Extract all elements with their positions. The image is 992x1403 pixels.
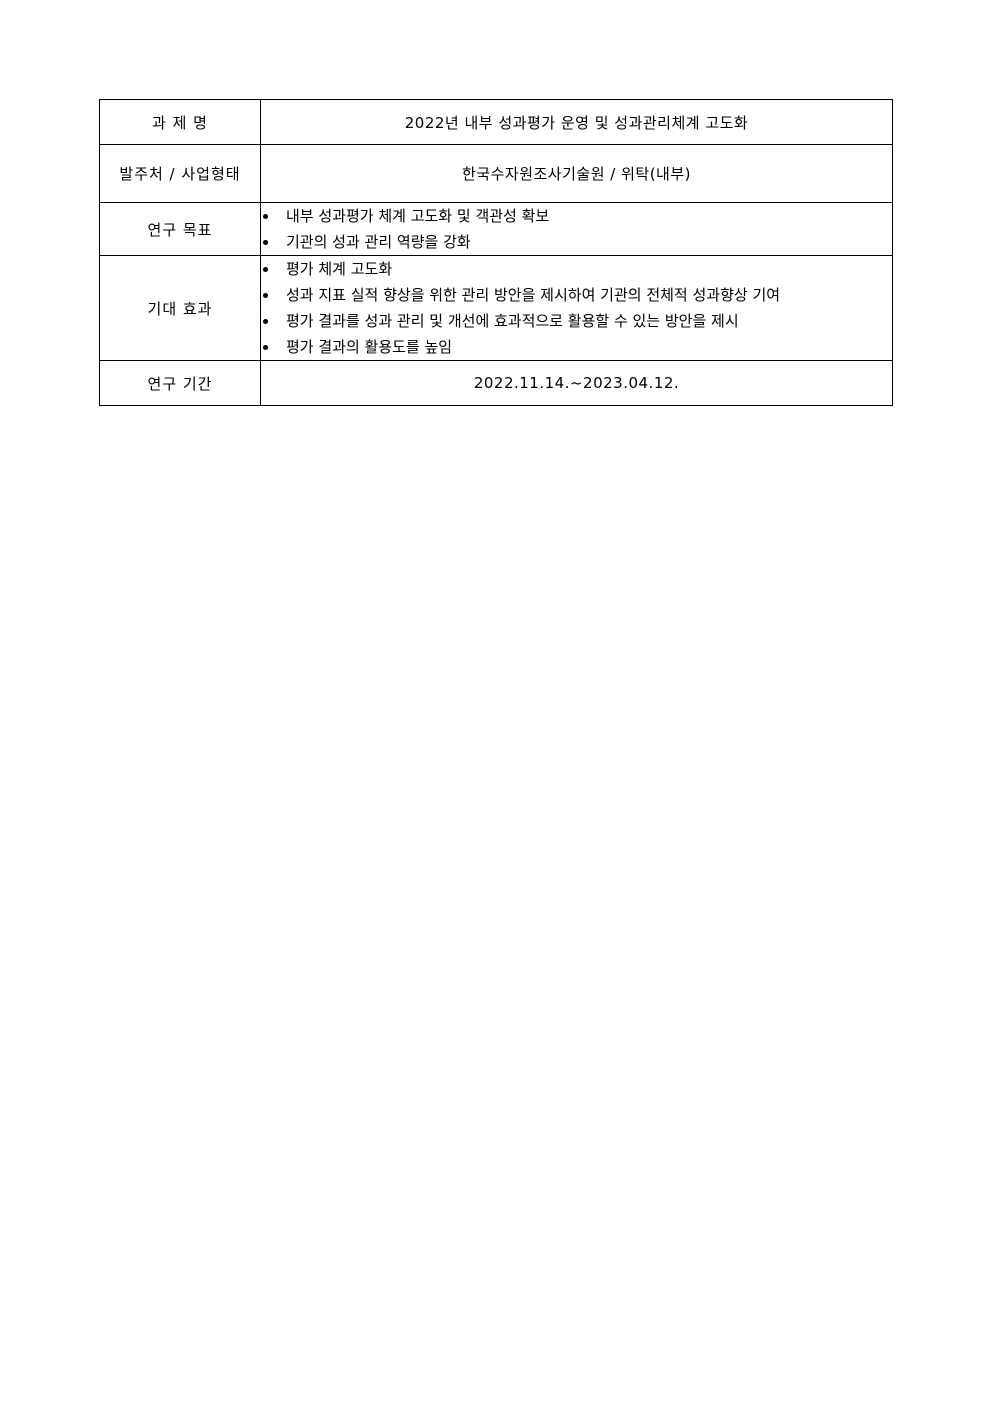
label-expected-effects: 기대 효과: [99, 255, 261, 361]
row-project-title: 과 제 명 2022년 내부 성과평가 운영 및 성과관리체계 고도화: [99, 99, 893, 145]
row-research-period: 연구 기간 2022.11.14.~2023.04.12.: [99, 360, 893, 406]
project-summary-table: 과 제 명 2022년 내부 성과평가 운영 및 성과관리체계 고도화 발주처 …: [99, 99, 893, 406]
value-research-goals: 내부 성과평가 체계 고도화 및 객관성 확보 기관의 성과 관리 역량을 강화: [260, 202, 893, 256]
list-item: 내부 성과평가 체계 고도화 및 객관성 확보: [261, 203, 892, 229]
list-item: 기관의 성과 관리 역량을 강화: [261, 229, 892, 255]
expected-effects-list: 평가 체계 고도화 성과 지표 실적 향상을 위한 관리 방안을 제시하여 기관…: [261, 256, 892, 360]
row-expected-effects: 기대 효과 평가 체계 고도화 성과 지표 실적 향상을 위한 관리 방안을 제…: [99, 255, 893, 361]
value-client-type: 한국수자원조사기술원 / 위탁(내부): [260, 144, 893, 203]
row-research-goals: 연구 목표 내부 성과평가 체계 고도화 및 객관성 확보 기관의 성과 관리 …: [99, 202, 893, 256]
list-item: 평가 결과를 성과 관리 및 개선에 효과적으로 활용할 수 있는 방안을 제시: [261, 308, 892, 334]
label-research-goals: 연구 목표: [99, 202, 261, 256]
value-expected-effects: 평가 체계 고도화 성과 지표 실적 향상을 위한 관리 방안을 제시하여 기관…: [260, 255, 893, 361]
list-item: 성과 지표 실적 향상을 위한 관리 방안을 제시하여 기관의 전체적 성과향상…: [261, 282, 892, 308]
label-client-type: 발주처 / 사업형태: [99, 144, 261, 203]
value-research-period: 2022.11.14.~2023.04.12.: [260, 360, 893, 406]
value-project-title: 2022년 내부 성과평가 운영 및 성과관리체계 고도화: [260, 99, 893, 145]
list-item: 평가 결과의 활용도를 높임: [261, 334, 892, 360]
label-research-period: 연구 기간: [99, 360, 261, 406]
label-project-title: 과 제 명: [99, 99, 261, 145]
research-goals-list: 내부 성과평가 체계 고도화 및 객관성 확보 기관의 성과 관리 역량을 강화: [261, 203, 892, 255]
row-client-type: 발주처 / 사업형태 한국수자원조사기술원 / 위탁(내부): [99, 144, 893, 203]
list-item: 평가 체계 고도화: [261, 256, 892, 282]
